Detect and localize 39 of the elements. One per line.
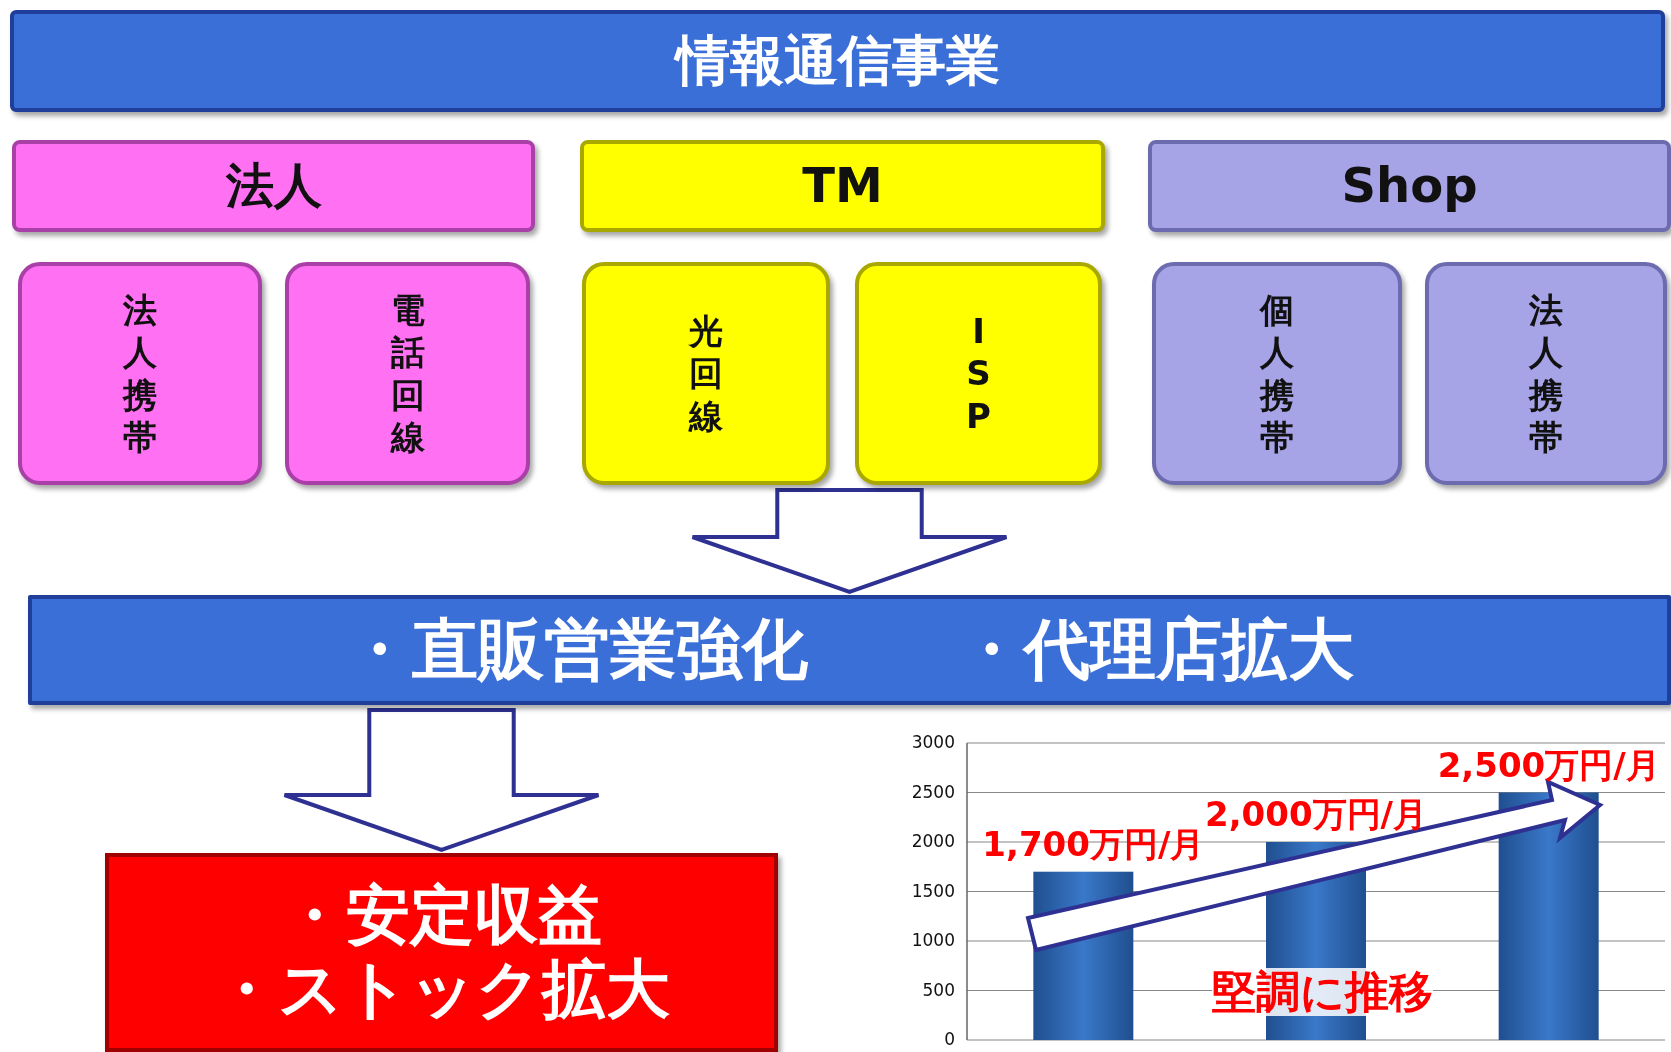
- value-label: 1,700万円/月: [982, 822, 1205, 866]
- service-box: [18, 262, 262, 485]
- category-header: [12, 140, 535, 232]
- strategy-banner: [28, 595, 1671, 705]
- box-label: ・ストック拡大: [213, 952, 670, 1027]
- box-label: TM: [802, 158, 883, 214]
- axis-tick-label: 2500: [910, 781, 955, 802]
- category-header: [1148, 140, 1671, 232]
- title-banner: [10, 10, 1665, 112]
- vertical-label: 法人携帯: [122, 288, 158, 459]
- vertical-label: 法人携帯: [1528, 288, 1564, 459]
- vertical-label: 個人携帯: [1259, 288, 1295, 459]
- axis-tick-label: 0: [943, 1029, 955, 1049]
- annotation-text: 堅調に推移: [1212, 968, 1433, 1017]
- value-label: 2,000万円/月: [1205, 793, 1427, 836]
- axis-tick-label: 3000: [910, 732, 955, 752]
- axis-tick-label: 500: [921, 979, 955, 1000]
- box-label: 法人: [225, 158, 322, 214]
- vertical-label: 光回線: [688, 309, 724, 438]
- axis-tick-label: 2000: [910, 831, 955, 851]
- axis-tick-label: 1000: [910, 930, 955, 950]
- block-arrow: [282, 708, 601, 853]
- box-label: ・直販営業強化: [345, 612, 808, 688]
- box-label: ・代理店拡大: [957, 612, 1354, 688]
- axis-tick-label: 1500: [910, 880, 955, 901]
- value-label: 2,500万円/月: [1437, 743, 1660, 787]
- service-box: [285, 262, 530, 485]
- service-box: [582, 262, 830, 485]
- box-label: 情報通信事業: [675, 29, 1000, 93]
- vertical-label: ISP: [965, 309, 992, 438]
- box-label: ・安定収益: [281, 878, 602, 953]
- service-box: [1152, 262, 1402, 485]
- category-header: [580, 140, 1105, 232]
- result-box: [105, 853, 778, 1052]
- service-box: [1425, 262, 1667, 485]
- service-box: [855, 262, 1102, 485]
- box-label: Shop: [1341, 158, 1478, 214]
- vertical-label: 電話回線: [389, 288, 426, 459]
- block-arrow: [690, 488, 1009, 595]
